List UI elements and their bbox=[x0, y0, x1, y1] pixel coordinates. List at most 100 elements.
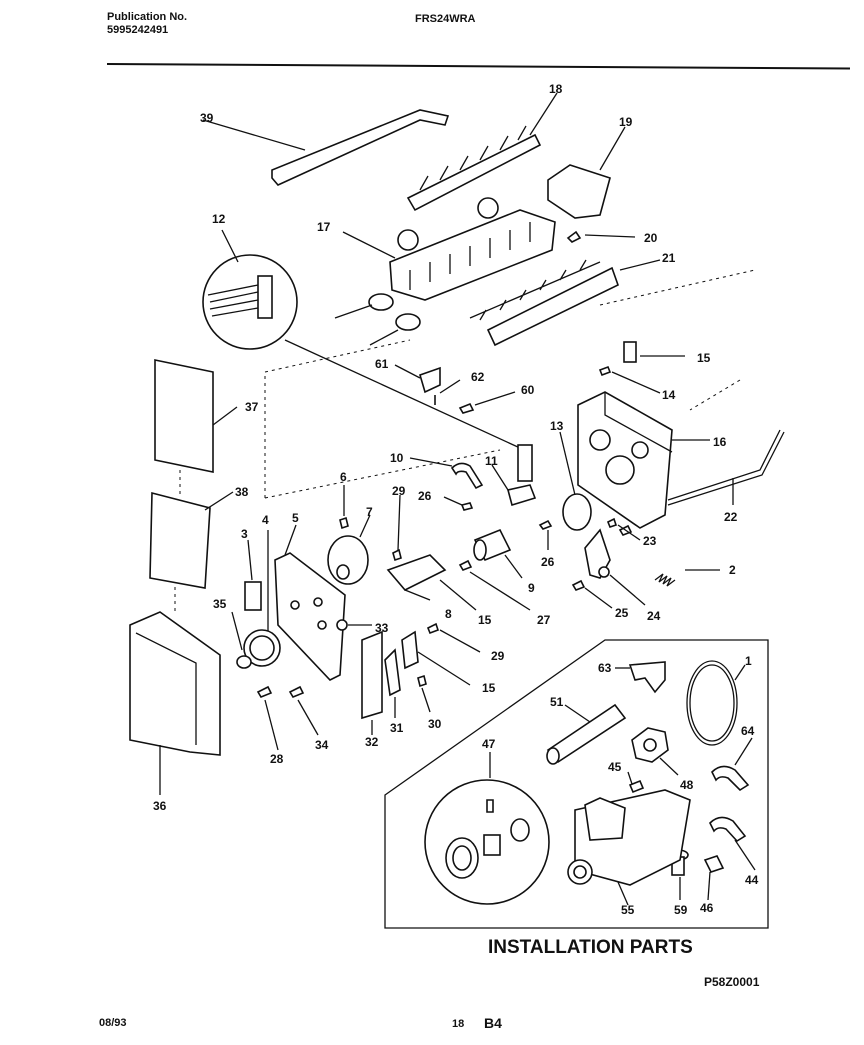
wiring-harness-detail bbox=[202, 229, 521, 449]
assembly-outline-top bbox=[599, 269, 756, 306]
callout-8: 8 bbox=[445, 607, 452, 621]
callout-60: 60 bbox=[521, 383, 535, 397]
callout-20: 20 bbox=[644, 231, 658, 245]
callout-16: 16 bbox=[713, 435, 727, 449]
footer-page-number: 18 bbox=[452, 1018, 465, 1030]
callout-9: 9 bbox=[528, 581, 535, 595]
part-31 bbox=[384, 648, 401, 718]
installation-parts-box bbox=[384, 639, 769, 929]
motor-13 bbox=[559, 431, 592, 531]
callout-63: 63 bbox=[598, 661, 612, 675]
screw-45 bbox=[627, 771, 645, 794]
callout-13: 13 bbox=[550, 419, 564, 433]
ice-mold-part bbox=[334, 197, 556, 346]
callout-30: 30 bbox=[428, 717, 442, 731]
callout-37: 37 bbox=[245, 400, 259, 414]
footer-date: 08/93 bbox=[99, 1017, 127, 1029]
screw-20 bbox=[566, 230, 636, 243]
manual-37 bbox=[154, 359, 238, 473]
model-number: FRS24WRA bbox=[415, 13, 476, 25]
nut-48 bbox=[631, 727, 679, 776]
callout-27: 27 bbox=[537, 613, 551, 627]
valve-detail-47 bbox=[424, 752, 550, 905]
callout-32: 32 bbox=[365, 735, 379, 749]
callout-19: 19 bbox=[619, 115, 633, 129]
part-23 bbox=[606, 517, 641, 541]
part-3 bbox=[244, 539, 262, 611]
part-10 bbox=[409, 457, 484, 490]
arm-24 bbox=[584, 528, 646, 606]
figure-code: P58Z0001 bbox=[704, 975, 760, 989]
water-valve-55 bbox=[567, 789, 691, 906]
switch-15-upper bbox=[598, 341, 685, 394]
assembly-outline-right bbox=[689, 379, 741, 411]
callout-11: 11 bbox=[485, 454, 498, 468]
gear-motor-7 bbox=[327, 514, 371, 585]
screw-26-lower bbox=[538, 519, 553, 550]
switch-15-lower bbox=[401, 630, 471, 686]
callout-6: 6 bbox=[340, 470, 347, 484]
bracket-63 bbox=[615, 661, 666, 694]
screw-26-upper bbox=[443, 496, 474, 511]
part-11 bbox=[491, 464, 537, 507]
installation-parts-title: INSTALLATION PARTS bbox=[488, 937, 693, 958]
part-6 bbox=[339, 485, 349, 530]
callout-61: 61 bbox=[375, 357, 389, 371]
footer-code: B4 bbox=[484, 1015, 502, 1031]
callout-31: 31 bbox=[390, 721, 404, 735]
callout-38: 38 bbox=[235, 485, 249, 499]
box-36 bbox=[129, 611, 221, 795]
callout-4: 4 bbox=[262, 513, 269, 527]
screw-30 bbox=[417, 674, 431, 713]
screw-25 bbox=[571, 579, 613, 609]
stripper-part bbox=[469, 259, 661, 347]
assembly-outline-left bbox=[264, 339, 411, 498]
callout-36: 36 bbox=[153, 799, 167, 813]
callout-33: 33 bbox=[375, 621, 389, 635]
callout-14: 14 bbox=[662, 388, 676, 402]
callout-10: 10 bbox=[390, 451, 404, 465]
callout-35: 35 bbox=[213, 597, 227, 611]
ejector-part bbox=[406, 92, 558, 212]
callout-34: 34 bbox=[315, 738, 329, 752]
switch-assembly-15 bbox=[386, 494, 531, 611]
housing-16 bbox=[577, 391, 710, 529]
callout-51: 51 bbox=[550, 695, 564, 709]
callout-46: 46 bbox=[700, 901, 714, 915]
support-plate-5 bbox=[274, 524, 346, 681]
callout-1: 1 bbox=[745, 654, 752, 668]
screw-34 bbox=[288, 685, 319, 736]
callout-15-lower: 15 bbox=[482, 681, 496, 695]
callout-39: 39 bbox=[200, 111, 214, 125]
callout-55: 55 bbox=[621, 903, 635, 917]
assembly-outline-bottom bbox=[264, 449, 501, 499]
callout-18: 18 bbox=[549, 82, 563, 96]
callout-2: 2 bbox=[729, 563, 736, 577]
tubing-coil-1 bbox=[686, 660, 746, 746]
publication-label: Publication No. bbox=[107, 11, 188, 23]
tube-51 bbox=[546, 703, 627, 765]
publication-number: 5995242491 bbox=[107, 24, 169, 36]
part-33 bbox=[336, 619, 372, 631]
connector-part bbox=[517, 444, 533, 482]
clamp-64 bbox=[711, 737, 753, 792]
callout-15-mid: 15 bbox=[478, 613, 492, 627]
callout-5: 5 bbox=[292, 511, 299, 525]
callout-3: 3 bbox=[241, 527, 248, 541]
bracket-32 bbox=[361, 630, 383, 735]
callout-64: 64 bbox=[741, 724, 755, 738]
callout-15-upper: 15 bbox=[697, 351, 711, 365]
callout-21: 21 bbox=[662, 251, 676, 265]
cover-part bbox=[547, 126, 626, 219]
gear-35 bbox=[231, 611, 281, 669]
bracket-61 bbox=[394, 364, 516, 414]
callout-26-lower: 26 bbox=[541, 555, 555, 569]
callout-7: 7 bbox=[366, 505, 373, 519]
callout-12: 12 bbox=[212, 212, 226, 226]
screw-28 bbox=[256, 685, 279, 751]
clip-46 bbox=[703, 855, 725, 901]
callout-26-upper: 26 bbox=[418, 489, 432, 503]
callout-48: 48 bbox=[680, 778, 694, 792]
spring-2 bbox=[654, 569, 720, 587]
fill-tube-part bbox=[202, 109, 450, 186]
